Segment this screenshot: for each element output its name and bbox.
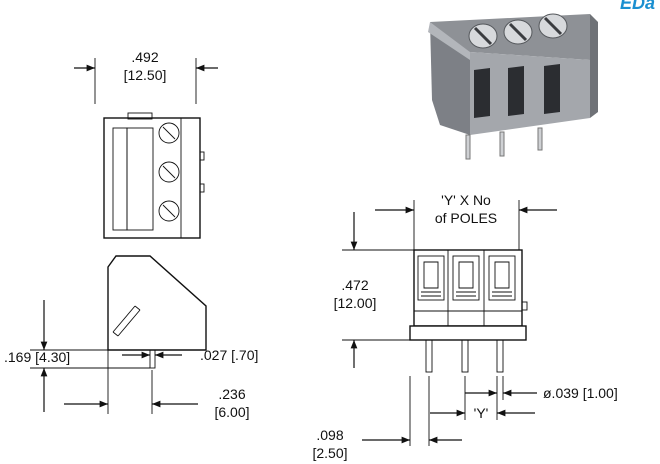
brand-logo: EDa [620, 0, 655, 13]
dim-depth-inch: .236 [218, 386, 245, 402]
dim-depth-mm: [6.00] [214, 404, 249, 420]
dim-width-mm: [12.50] [124, 67, 167, 83]
dim-pin-diameter: ø.039 [1.00] [543, 385, 618, 401]
product-photo [428, 13, 598, 160]
side-view [107, 255, 207, 369]
dim-pitch-poles-1: 'Y' X No [441, 192, 491, 208]
dim-pin-length: .169 [4.30] [4, 349, 70, 365]
dim-pin-width: .027 [.70] [200, 347, 258, 363]
screw-icon [468, 23, 498, 49]
dim-height-inch: .472 [341, 277, 368, 293]
dim-edge-inch: .098 [316, 427, 343, 443]
screw-icon [503, 19, 533, 45]
top-view [103, 112, 205, 239]
front-view [409, 249, 528, 373]
dim-pitch-poles-2: of POLES [435, 210, 497, 226]
dim-width-inch: .492 [131, 49, 158, 65]
screw-icon [538, 13, 568, 39]
dim-height-mm: [12.00] [334, 295, 377, 311]
dim-pitch: 'Y' [474, 405, 489, 421]
dim-edge-mm: [2.50] [312, 445, 347, 461]
